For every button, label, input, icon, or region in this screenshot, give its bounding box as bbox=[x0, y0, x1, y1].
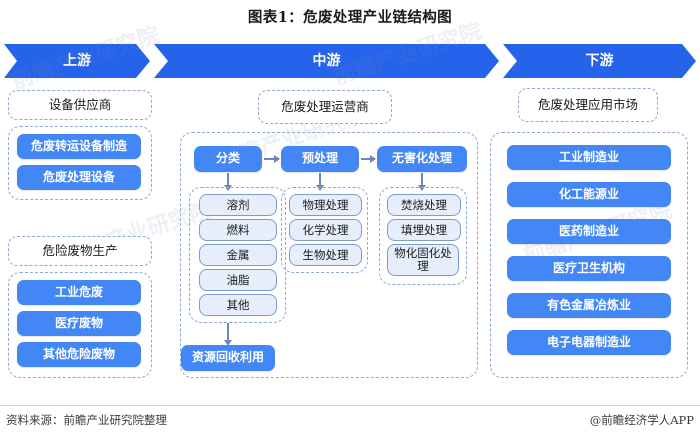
app-credit: @前瞻经济学人APP bbox=[589, 413, 694, 427]
downstream-item-pharmaceutical[interactable]: 医药制造业 bbox=[507, 219, 671, 244]
midstream-title: 危废处理运营商 bbox=[258, 90, 392, 124]
midstream-pretreatment-physical[interactable]: 物理处理 bbox=[289, 194, 362, 216]
arrow-harmless-down bbox=[418, 173, 426, 191]
page-title: 图表1：危废处理产业链结构图 bbox=[247, 9, 453, 26]
midstream-stage-pretreatment[interactable]: 预处理 bbox=[281, 146, 359, 172]
midstream-container: 分类 预处理 无害化处理 溶剂 燃料 金属 油脂 其他 物理处理 化学处理 生物… bbox=[180, 132, 478, 378]
chevron-upstream-label: 上游 bbox=[63, 52, 91, 68]
midstream-pretreatment-chemical[interactable]: 化学处理 bbox=[289, 219, 362, 241]
midstream-harmless-children: 焚烧处理 填埋处理 物化固化处理 bbox=[379, 187, 467, 285]
midstream-harmless-solidification[interactable]: 物化固化处理 bbox=[387, 244, 459, 276]
arrow-sorting-to-output bbox=[224, 323, 232, 346]
chevron-midstream: 中游 bbox=[154, 44, 499, 78]
arrow-pretreatment-to-harmless bbox=[361, 155, 376, 163]
value-chain-header: 上游 中游 下游 bbox=[4, 44, 696, 78]
midstream-sorting-fuel[interactable]: 燃料 bbox=[199, 219, 277, 241]
midstream-stage-harmless[interactable]: 无害化处理 bbox=[377, 146, 467, 172]
midstream-stage-sorting[interactable]: 分类 bbox=[194, 146, 262, 172]
upstream-item-medical-waste[interactable]: 医疗废物 bbox=[17, 311, 141, 336]
midstream-sorting-metal[interactable]: 金属 bbox=[199, 244, 277, 266]
midstream-sorting-children: 溶剂 燃料 金属 油脂 其他 bbox=[189, 187, 286, 323]
upstream-item-other-waste[interactable]: 其他危险废物 bbox=[17, 342, 141, 367]
chevron-downstream-label: 下游 bbox=[585, 52, 614, 68]
downstream-item-medical-institutions[interactable]: 医疗卫生机构 bbox=[507, 256, 671, 281]
chevron-upstream: 上游 bbox=[4, 44, 150, 78]
midstream-sorting-other[interactable]: 其他 bbox=[199, 294, 277, 316]
midstream-harmless-landfill[interactable]: 填埋处理 bbox=[387, 219, 461, 241]
arrow-sorting-to-pretreatment bbox=[264, 155, 280, 163]
upstream-group2-title: 危险废物生产 bbox=[8, 236, 152, 266]
midstream-output-recycling[interactable]: 资源回收利用 bbox=[181, 345, 275, 371]
downstream-title: 危废处理应用市场 bbox=[518, 88, 658, 122]
midstream-pretreatment-children: 物理处理 化学处理 生物处理 bbox=[281, 187, 368, 273]
downstream-item-electronics-manufacturing[interactable]: 电子电器制造业 bbox=[507, 330, 671, 355]
upstream-group1-container: 危废转运设备制造 危废处理设备 bbox=[8, 126, 152, 200]
arrow-pretreatment-down bbox=[316, 173, 324, 191]
upstream-item-industrial-waste[interactable]: 工业危废 bbox=[17, 280, 141, 305]
midstream-sorting-grease[interactable]: 油脂 bbox=[199, 269, 277, 291]
midstream-sorting-solvent[interactable]: 溶剂 bbox=[199, 194, 277, 216]
arrow-sorting-down bbox=[224, 173, 232, 191]
chevron-downstream: 下游 bbox=[503, 44, 696, 78]
upstream-item-equipment-transport[interactable]: 危废转运设备制造 bbox=[17, 134, 141, 159]
downstream-item-industrial-manufacturing[interactable]: 工业制造业 bbox=[507, 145, 671, 170]
chevron-midstream-label: 中游 bbox=[312, 52, 341, 68]
upstream-item-equipment-treatment[interactable]: 危废处理设备 bbox=[17, 165, 141, 190]
footer-divider bbox=[0, 405, 700, 406]
midstream-harmless-incineration[interactable]: 焚烧处理 bbox=[387, 194, 461, 216]
midstream-pretreatment-biological[interactable]: 生物处理 bbox=[289, 244, 362, 266]
upstream-group2-container: 工业危废 医疗废物 其他危险废物 bbox=[8, 272, 152, 378]
downstream-container: 工业制造业 化工能源业 医药制造业 医疗卫生机构 有色金属冶炼业 电子电器制造业 bbox=[490, 132, 688, 378]
source-text: 资料来源：前瞻产业研究院整理 bbox=[6, 413, 167, 427]
upstream-group1-title: 设备供应商 bbox=[8, 90, 152, 120]
downstream-item-nonferrous-smelting[interactable]: 有色金属冶炼业 bbox=[507, 293, 671, 318]
downstream-item-chemical-energy[interactable]: 化工能源业 bbox=[507, 182, 671, 207]
